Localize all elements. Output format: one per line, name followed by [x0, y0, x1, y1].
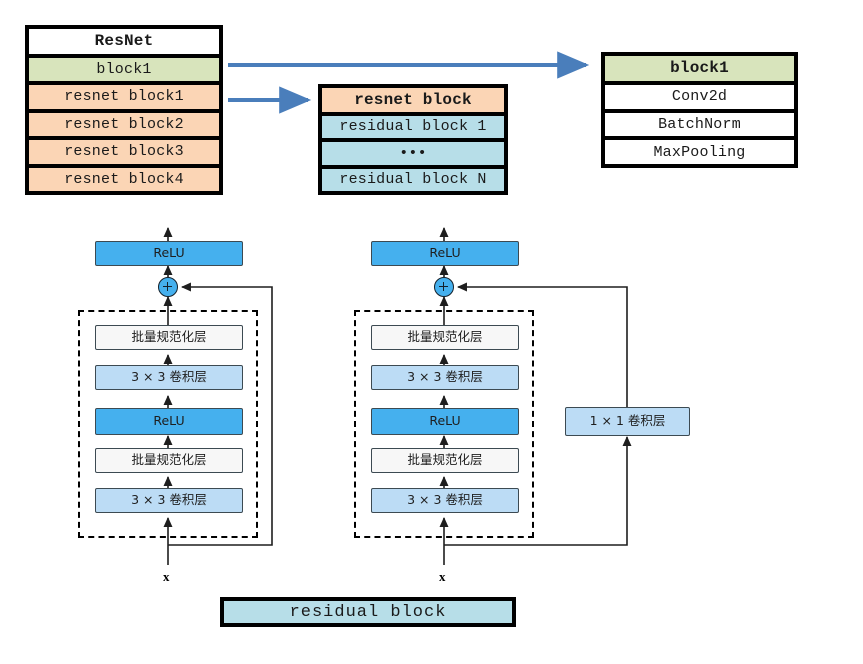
left-batchnorm-1-box[interactable]: 批量规范化层 [95, 448, 243, 473]
right-conv-1-box[interactable]: 3 × 3 卷积层 [371, 488, 519, 513]
resnet-block-row-ellipsis: ••• [322, 142, 504, 165]
resnet-stack-row-resnet-block1[interactable]: resnet block1 [29, 85, 219, 109]
resnet-block-row-residual-1[interactable]: residual block 1 [322, 115, 504, 138]
block1-row-conv2d[interactable]: Conv2d [605, 84, 794, 109]
resnet-stack-row-block1[interactable]: block1 [29, 57, 219, 81]
left-add-node [158, 277, 178, 297]
right-shortcut-1x1-conv-box[interactable]: 1 × 1 卷积层 [565, 407, 690, 436]
resnet-block-stack-box[interactable]: resnet block residual block 1 ••• residu… [318, 84, 508, 195]
left-input-label: x [163, 569, 170, 584]
right-input-label: x [439, 569, 446, 584]
right-batchnorm-2-box[interactable]: 批量规范化层 [371, 325, 519, 350]
right-residual-dashed-group [354, 310, 534, 538]
figure-caption-label: residual block [224, 601, 512, 623]
left-inner-relu-box[interactable]: ReLU [95, 408, 243, 435]
resnet-stack-row-title: ResNet [29, 29, 219, 54]
right-batchnorm-1-box[interactable]: 批量规范化层 [371, 448, 519, 473]
left-conv-2-box[interactable]: 3 × 3 卷积层 [95, 365, 243, 390]
resnet-stack-row-resnet-block3[interactable]: resnet block3 [29, 140, 219, 164]
block1-row-maxpooling[interactable]: MaxPooling [605, 140, 794, 164]
block1-detail-stack-box[interactable]: block1 Conv2d BatchNorm MaxPooling [601, 52, 798, 168]
figure-caption-box: residual block [220, 597, 516, 627]
left-residual-dashed-group [78, 310, 258, 538]
left-conv-1-box[interactable]: 3 × 3 卷积层 [95, 488, 243, 513]
resnet-stack-row-resnet-block2[interactable]: resnet block2 [29, 112, 219, 136]
block1-row-batchnorm[interactable]: BatchNorm [605, 112, 794, 137]
right-add-node [434, 277, 454, 297]
left-output-relu-box[interactable]: ReLU [95, 241, 243, 266]
right-inner-relu-box[interactable]: ReLU [371, 408, 519, 435]
resnet-block-row-residual-n[interactable]: residual block N [322, 168, 504, 191]
resnet-block-row-title: resnet block [322, 88, 504, 112]
resnet-stack-box[interactable]: ResNet block1 resnet block1 resnet block… [25, 25, 223, 195]
right-conv-2-box[interactable]: 3 × 3 卷积层 [371, 365, 519, 390]
left-batchnorm-2-box[interactable]: 批量规范化层 [95, 325, 243, 350]
resnet-stack-row-resnet-block4[interactable]: resnet block4 [29, 167, 219, 191]
right-output-relu-box[interactable]: ReLU [371, 241, 519, 266]
block1-row-title: block1 [605, 56, 794, 81]
